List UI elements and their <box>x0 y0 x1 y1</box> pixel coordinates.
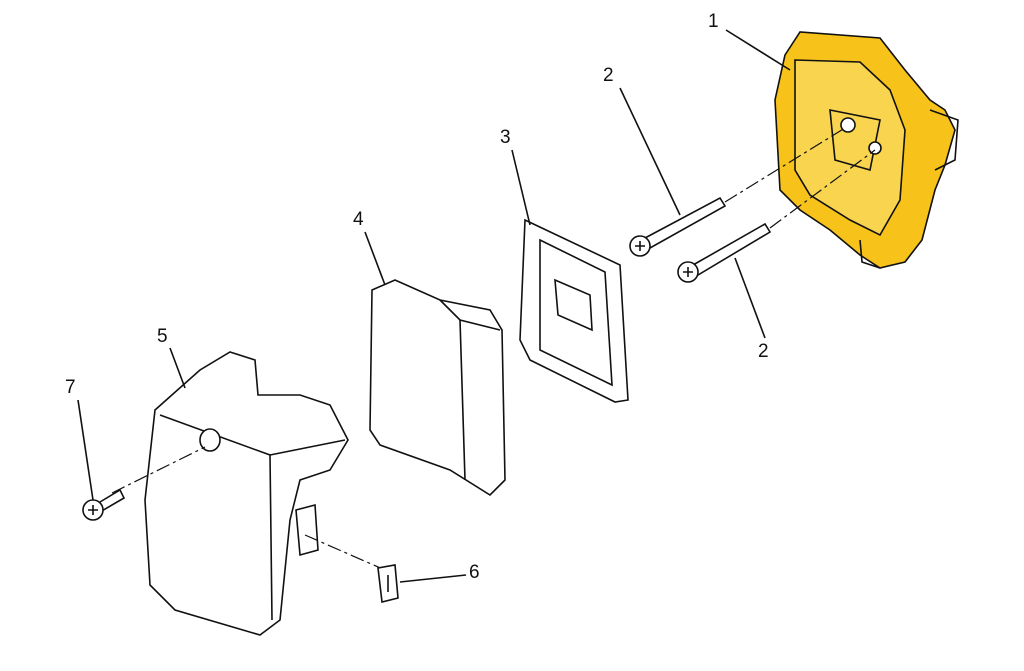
part-5-air-cleaner-cover <box>144 351 349 636</box>
part-2-bolt-lower <box>677 222 772 283</box>
callout-6: 6 <box>469 562 480 583</box>
callout-2-upper: 2 <box>603 65 614 86</box>
part-7-screw <box>82 488 126 521</box>
callout-3: 3 <box>500 127 511 148</box>
part-3-gasket <box>519 218 629 403</box>
part-1-air-cleaner-base <box>774 31 959 269</box>
callout-1: 1 <box>708 11 719 32</box>
leader-lines <box>77 29 791 583</box>
part-4-filter-element <box>369 279 506 497</box>
part-6-clip <box>377 564 399 603</box>
callout-2-lower: 2 <box>758 341 769 362</box>
callout-5: 5 <box>157 326 168 347</box>
callout-7: 7 <box>65 377 76 398</box>
part-2-bolt-upper <box>629 196 727 257</box>
callout-4: 4 <box>353 209 364 230</box>
